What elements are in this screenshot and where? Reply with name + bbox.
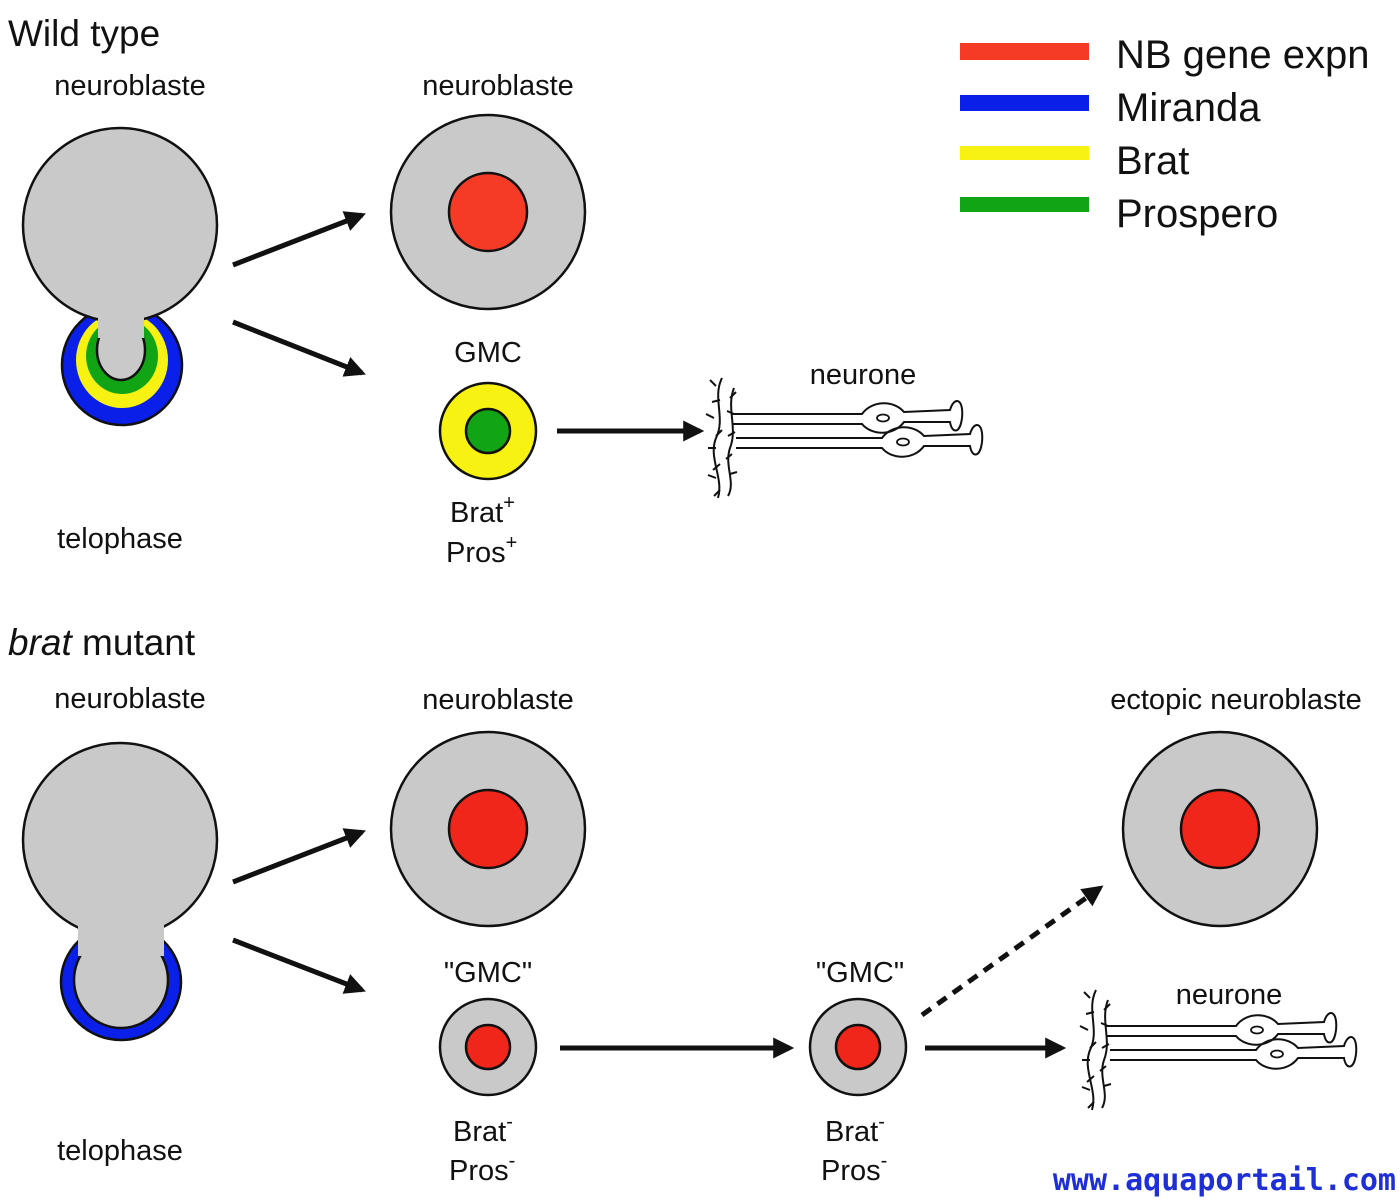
gmc1-nucleus — [464, 1023, 512, 1071]
nb-nucleus — [447, 788, 529, 870]
legend-label-prospero: Prospero — [1116, 192, 1278, 236]
bm-mother-cell-body — [21, 741, 219, 939]
wt-mother-label: neuroblaste — [54, 70, 206, 102]
legend-label-brat: Brat — [1116, 139, 1189, 183]
bm-arrow-to-neuroblast — [232, 828, 366, 885]
wt-gmc-pros: Pros+ — [446, 532, 517, 569]
bm-gmc1-cell — [438, 997, 538, 1097]
bm-dashed-arrow-to-ectopic — [920, 885, 1104, 1018]
ectopic-nucleus — [1179, 788, 1261, 870]
wt-telophase-label: telophase — [57, 523, 183, 555]
wt-daughter-nb-label: neuroblaste — [422, 70, 574, 102]
bm-gmc2-cell — [808, 997, 908, 1097]
brat-mutant-title: brat mutant — [8, 622, 196, 663]
legend-label-miranda: Miranda — [1116, 86, 1261, 130]
wt-daughter-neuroblast — [389, 113, 587, 311]
wt-arrow-to-gmc — [232, 319, 366, 377]
wild-type-section: Wild type neuroblaste telophase neurobla… — [8, 13, 984, 569]
wt-gmc-brat: Brat+ — [450, 492, 515, 529]
legend-label-nb-gene-expn: NB gene expn — [1116, 33, 1370, 77]
bm-gmc2-label: "GMC" — [816, 957, 904, 989]
legend-swatch-miranda — [960, 95, 1089, 111]
bm-telophase-cell — [21, 741, 219, 1042]
legend-swatch-nb-gene-expn — [960, 43, 1089, 60]
bm-gmc2-pros: Pros- — [821, 1150, 887, 1187]
wt-neurone-drawing — [705, 377, 984, 499]
bm-gmc1-label: "GMC" — [444, 957, 532, 989]
wt-arrow-to-neuroblast — [232, 211, 366, 268]
bm-neurone-label: neurone — [1176, 979, 1282, 1011]
wt-telophase-cell — [21, 126, 219, 427]
gmc-nucleus — [464, 407, 512, 455]
legend-swatch-prospero — [960, 197, 1089, 212]
wt-neurone-label: neurone — [810, 359, 916, 391]
bm-ectopic-label: ectopic neuroblaste — [1110, 684, 1362, 716]
bm-gmc2-brat: Brat- — [825, 1111, 885, 1148]
wt-gmc-cell — [438, 381, 538, 481]
brat-mutant-section: brat mutant neuroblaste telophase neurob… — [8, 622, 1362, 1187]
bm-arrow-to-gmc — [232, 937, 366, 994]
bm-daughter-neuroblast — [389, 730, 587, 928]
nb-nucleus — [447, 171, 529, 253]
legend: NB gene expn Miranda Brat Prospero — [960, 33, 1370, 236]
legend-swatch-brat — [960, 146, 1089, 160]
wt-mother-cell-body — [21, 126, 219, 324]
gmc2-nucleus — [834, 1023, 882, 1071]
bm-telophase-label: telophase — [57, 1135, 183, 1167]
bm-gmc1-brat: Brat- — [453, 1111, 513, 1148]
bm-ectopic-neuroblast — [1121, 730, 1319, 928]
wild-type-title: Wild type — [8, 13, 160, 54]
wt-gmc-label: GMC — [454, 337, 522, 369]
bm-daughter-nb-label: neuroblaste — [422, 684, 574, 716]
bm-gmc1-pros: Pros- — [449, 1150, 515, 1187]
watermark: www.aquaportail.com — [1053, 1163, 1396, 1198]
bm-mother-label: neuroblaste — [54, 683, 206, 715]
